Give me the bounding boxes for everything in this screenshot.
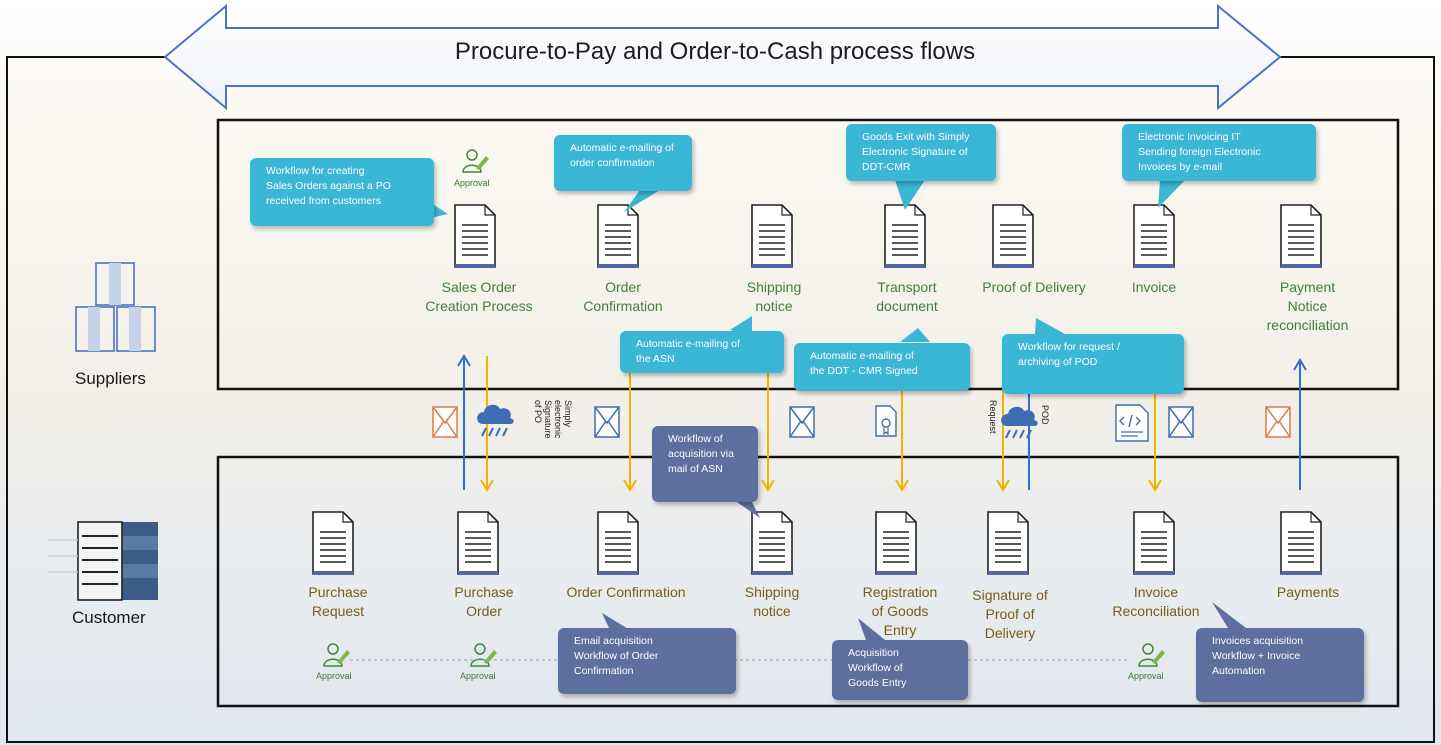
approval-icon bbox=[323, 643, 351, 667]
email-icon bbox=[1265, 406, 1291, 438]
suppliers-icon bbox=[75, 262, 156, 352]
customer-step-purchase-order: Purchase Order bbox=[454, 584, 514, 619]
doc-invoice-reconciliation bbox=[1133, 511, 1175, 576]
cloud-icon bbox=[1000, 405, 1039, 439]
request-label: Request bbox=[988, 400, 998, 434]
customer-step-invoice-reconciliation: Invoice Reconciliation bbox=[1112, 584, 1200, 619]
signed-document-icon bbox=[875, 405, 897, 437]
callout-auto-email-ddt-cmr: Automatic e-mailing of the DDT - CMR Sig… bbox=[794, 343, 970, 391]
callout-asn-acquisition: Workflow of acquisition via mail of ASN bbox=[652, 426, 758, 502]
doc-shipping-notice bbox=[751, 204, 793, 269]
approval-label: Approval bbox=[454, 178, 490, 188]
customer-step-order-confirmation: Order Confirmation bbox=[566, 584, 686, 600]
cloud-icon bbox=[476, 403, 515, 437]
supplier-step-invoice: Invoice bbox=[1131, 279, 1177, 295]
doc-purchase-request bbox=[312, 511, 354, 576]
email-icon bbox=[1168, 406, 1194, 438]
doc-payment-notice bbox=[1280, 204, 1322, 269]
approval-icon bbox=[470, 643, 498, 667]
approval-icon bbox=[462, 149, 490, 173]
email-icon bbox=[432, 406, 458, 438]
approval-label: Approval bbox=[1128, 671, 1164, 681]
approval-icon bbox=[1138, 643, 1166, 667]
doc-invoice bbox=[1133, 204, 1175, 269]
doc-transport-document bbox=[884, 204, 926, 269]
supplier-step-proof-of-delivery: Proof of Delivery bbox=[982, 279, 1086, 295]
callout-electronic-invoicing: Electronic Invoicing IT Sending foreign … bbox=[1122, 124, 1316, 181]
callout-pod-workflow: Workflow for request / archiving of POD bbox=[1002, 334, 1184, 394]
approval-label: Approval bbox=[460, 671, 496, 681]
supplier-step-order-confirmation: Order Confirmation bbox=[583, 279, 663, 314]
callout-order-confirmation-acquisition: Email acquisition Workflow of Order Conf… bbox=[558, 628, 736, 694]
customer-icon bbox=[48, 521, 158, 601]
doc-signature-pod bbox=[987, 511, 1029, 576]
doc-shipping-notice-customer bbox=[751, 511, 793, 576]
doc-order-confirmation bbox=[597, 204, 639, 269]
supplier-step-transport-document: Transport document bbox=[876, 279, 938, 314]
callout-auto-email-asn: Automatic e-mailing of the ASN bbox=[620, 331, 784, 373]
customer-label: Customer bbox=[72, 608, 146, 627]
simply-signature-label: Simply electronic Signature of PO bbox=[533, 400, 573, 439]
title-arrow bbox=[163, 3, 1282, 111]
suppliers-label: Suppliers bbox=[75, 369, 146, 388]
customer-step-purchase-request: Purchase Request bbox=[308, 584, 368, 619]
customer-step-signature-pod: Signature of Proof of Delivery bbox=[972, 587, 1048, 641]
customer-step-registration-goods: Registration of Goods Entry bbox=[862, 584, 938, 638]
supplier-step-shipping-notice: Shipping notice bbox=[746, 279, 802, 314]
callout-sales-order-workflow: Workflow for creating Sales Orders again… bbox=[250, 158, 434, 226]
callout-auto-email-order-confirmation: Automatic e-mailing of order confirmatio… bbox=[554, 135, 692, 191]
callout-invoice-automation: Invoices acquisition Workflow + Invoice … bbox=[1196, 628, 1364, 702]
xml-document-icon bbox=[1115, 404, 1149, 442]
doc-registration-goods-entry bbox=[875, 511, 917, 576]
email-icon bbox=[594, 406, 620, 438]
doc-payments bbox=[1280, 511, 1322, 576]
email-icon bbox=[789, 406, 815, 438]
doc-sales-order bbox=[454, 204, 496, 269]
approval-label: Approval bbox=[316, 671, 352, 681]
doc-order-confirmation-customer bbox=[597, 511, 639, 576]
supplier-step-sales-order: Sales Order Creation Process bbox=[425, 279, 533, 314]
customer-step-shipping-notice: Shipping notice bbox=[744, 584, 800, 619]
diagram-title: Procure-to-Pay and Order-to-Cash process… bbox=[454, 38, 976, 65]
customer-step-payments: Payments bbox=[1276, 584, 1340, 600]
callout-goods-exit-signature: Goods Exit with Simply Electronic Signat… bbox=[846, 124, 996, 181]
supplier-step-payment-notice: Payment Notice reconciliation bbox=[1266, 279, 1349, 333]
doc-purchase-order bbox=[457, 511, 499, 576]
callout-goods-entry-workflow: Acquisition Workflow of Goods Entry bbox=[832, 640, 968, 700]
customer-box bbox=[216, 455, 1400, 708]
pod-label: POD bbox=[1040, 405, 1050, 425]
doc-proof-of-delivery bbox=[992, 204, 1034, 269]
